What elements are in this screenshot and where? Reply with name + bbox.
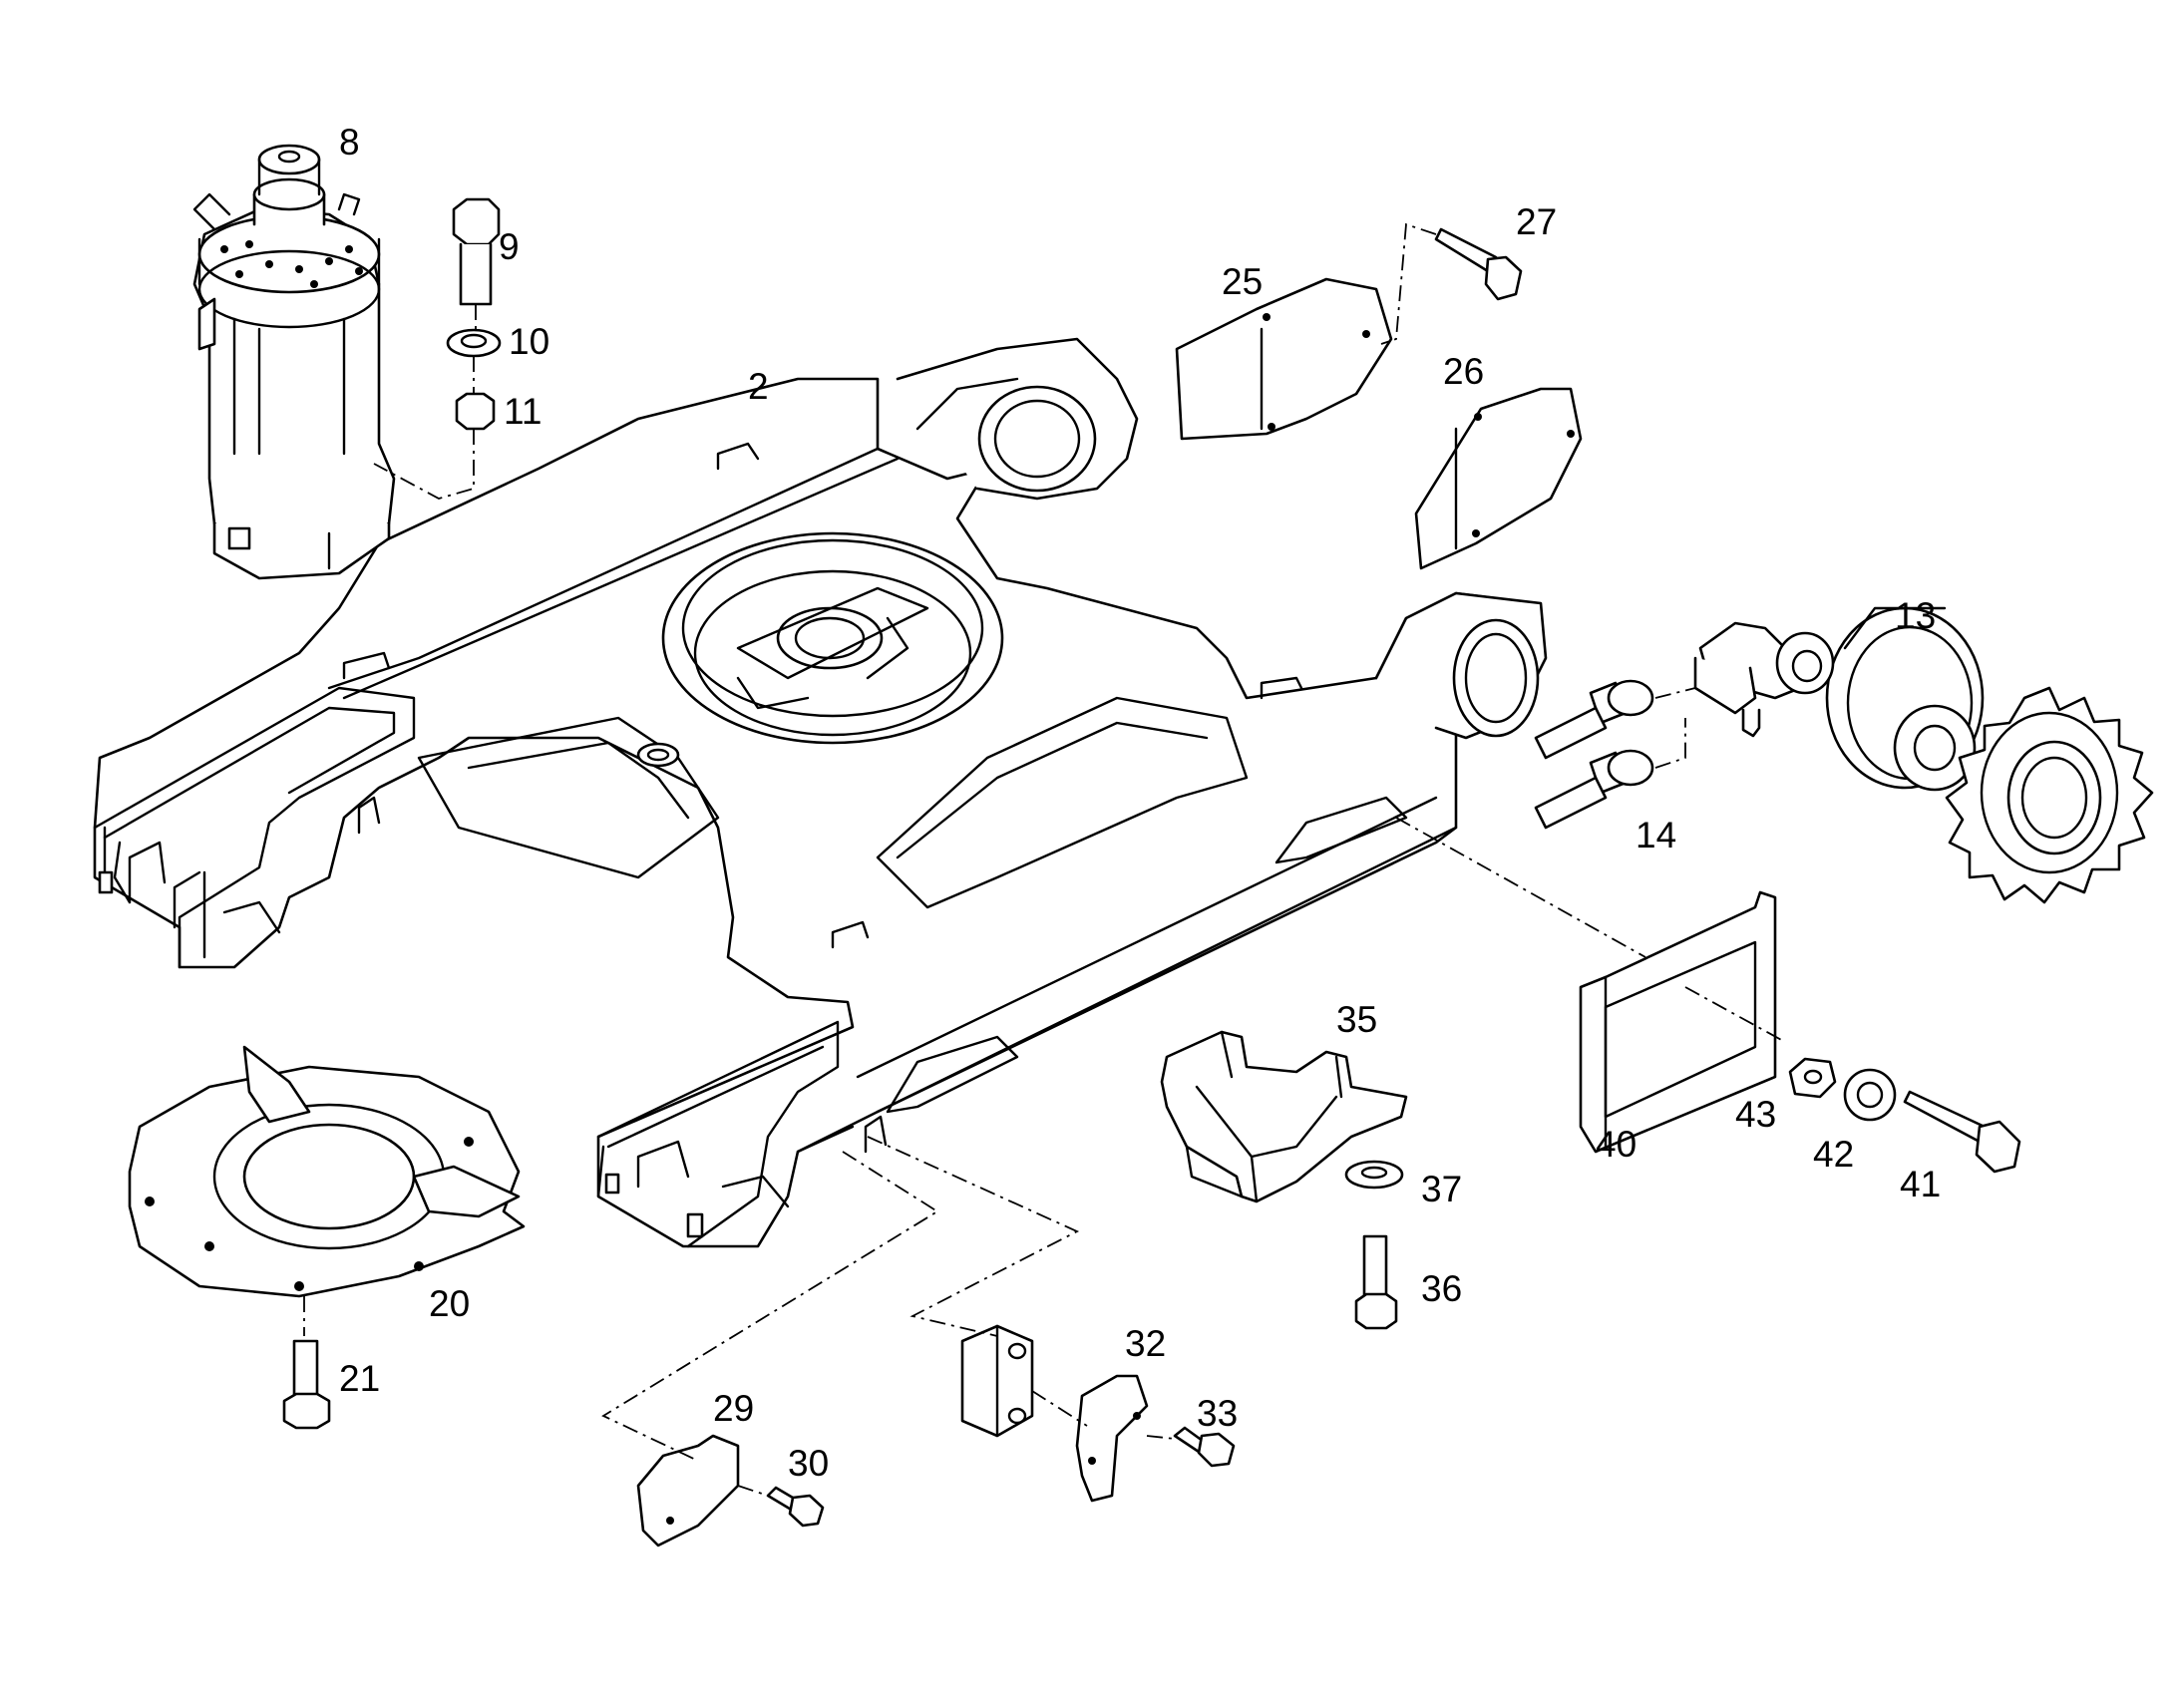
callout-13: 13 (1895, 595, 1936, 636)
callout-11: 11 (504, 391, 542, 432)
callout-36: 36 (1421, 1268, 1462, 1309)
leader-33 (1031, 1390, 1088, 1427)
callout-40: 40 (1596, 1124, 1636, 1165)
bolt-21 (282, 1339, 331, 1430)
sprocket (1945, 686, 2154, 904)
callout-41: 41 (1900, 1164, 1941, 1204)
callout-14: 14 (1635, 815, 1676, 855)
undercarriage-frame (93, 337, 1548, 1248)
bolt-41 (1903, 1090, 2021, 1174)
callout-20: 20 (429, 1283, 470, 1324)
cover-26 (1414, 387, 1583, 570)
callout-25: 25 (1222, 261, 1263, 302)
callout-29: 29 (713, 1388, 754, 1429)
bolt-36 (1354, 1234, 1398, 1330)
callout-9: 9 (499, 226, 520, 267)
drive-motor (1825, 606, 1985, 792)
callout-32: 32 (1125, 1323, 1166, 1364)
hydraulic-valve (1693, 621, 1835, 738)
swing-plate (128, 1045, 526, 1336)
washer-37 (1344, 1160, 1404, 1190)
callout-27: 27 (1516, 201, 1557, 242)
nut-43 (1788, 1057, 1837, 1099)
bolt-30 (737, 1485, 825, 1528)
callout-43: 43 (1735, 1094, 1776, 1135)
rotary-joint (192, 144, 396, 580)
cover-29 (636, 1434, 740, 1547)
block-32 (960, 1324, 1034, 1438)
leader-32 (867, 1136, 1080, 1337)
bolt-stack-9-10-11 (373, 197, 502, 500)
callout-37: 37 (1421, 1169, 1462, 1209)
washer-42 (1843, 1068, 1897, 1122)
callout-8: 8 (339, 122, 360, 163)
track-support-35 (1160, 1030, 1408, 1203)
bolt-27 (1380, 222, 1523, 345)
callout-42: 42 (1813, 1134, 1854, 1175)
cover-25 (1175, 277, 1393, 441)
gasket-32 (1075, 1374, 1149, 1503)
callout-26: 26 (1443, 351, 1484, 392)
callout-2: 2 (748, 366, 769, 407)
callout-33: 33 (1197, 1393, 1238, 1434)
pins-14 (1534, 679, 1696, 830)
callout-10: 10 (509, 321, 549, 362)
bolt-33 (1146, 1426, 1236, 1468)
callout-35: 35 (1336, 999, 1377, 1040)
callout-21: 21 (339, 1358, 380, 1399)
track-guide-40 (1395, 817, 1786, 1154)
callout-30: 30 (788, 1443, 829, 1484)
